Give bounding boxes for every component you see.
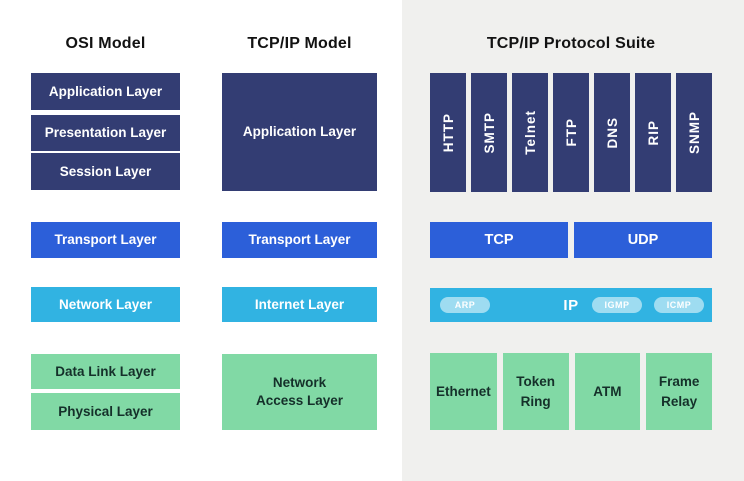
icmp-pill: ICMP <box>654 297 704 313</box>
protocol-bar-http-label: HTTP <box>440 112 456 153</box>
protocol-bar-snmp-label: SNMP <box>686 110 702 154</box>
protocol-bar-ftp-label: FTP <box>563 118 579 147</box>
protocol-bar-smtp: SMTP <box>471 73 507 192</box>
ip-label: IP <box>563 296 579 314</box>
tcp-box: TCP <box>430 222 568 258</box>
protocol-bar-http: HTTP <box>430 73 466 192</box>
protocol-bar-snmp: SNMP <box>676 73 712 192</box>
osi-application-layer-box: Application Layer <box>31 73 180 110</box>
protocol-suite-title: TCP/IP Protocol Suite <box>486 35 656 52</box>
token-ring-box: Token Ring <box>502 353 569 430</box>
application-protocol-bars: HTTP SMTP Telnet FTP DNS RIP SNMP <box>430 73 712 192</box>
osi-transport-layer-box: Transport Layer <box>31 222 180 258</box>
arp-pill: ARP <box>440 297 490 313</box>
ethernet-box: Ethernet <box>430 353 497 430</box>
protocol-bar-rip: RIP <box>635 73 671 192</box>
osi-model-title: OSI Model <box>65 35 146 52</box>
tcpip-application-layer-box: Application Layer <box>222 73 377 191</box>
protocol-bar-dns: DNS <box>594 73 630 192</box>
osi-presentation-layer-box: Presentation Layer <box>31 115 180 151</box>
udp-box: UDP <box>574 222 712 258</box>
protocol-bar-rip-label: RIP <box>645 119 661 146</box>
tcpip-transport-layer-box: Transport Layer <box>222 222 377 258</box>
ip-band: IP ARP IGMP ICMP <box>430 288 712 322</box>
osi-network-layer-box: Network Layer <box>31 287 180 322</box>
osi-physical-layer-box: Physical Layer <box>31 393 180 430</box>
protocol-bar-telnet: Telnet <box>512 73 548 192</box>
tcpip-model-title: TCP/IP Model <box>247 35 352 52</box>
link-layer-row: Ethernet Token Ring ATM Frame Relay <box>430 353 713 430</box>
osi-session-layer-box: Session Layer <box>31 153 180 190</box>
tcpip-network-access-layer-box: Network Access Layer <box>222 354 377 430</box>
protocol-bar-ftp: FTP <box>553 73 589 192</box>
tcpip-internet-layer-box: Internet Layer <box>222 287 377 322</box>
protocol-bar-smtp-label: SMTP <box>481 111 497 154</box>
protocol-bar-telnet-label: Telnet <box>522 110 538 155</box>
frame-relay-box: Frame Relay <box>646 353 713 430</box>
osi-data-link-layer-box: Data Link Layer <box>31 354 180 389</box>
igmp-pill: IGMP <box>592 297 642 313</box>
atm-box: ATM <box>574 353 641 430</box>
protocol-bar-dns-label: DNS <box>604 116 620 149</box>
